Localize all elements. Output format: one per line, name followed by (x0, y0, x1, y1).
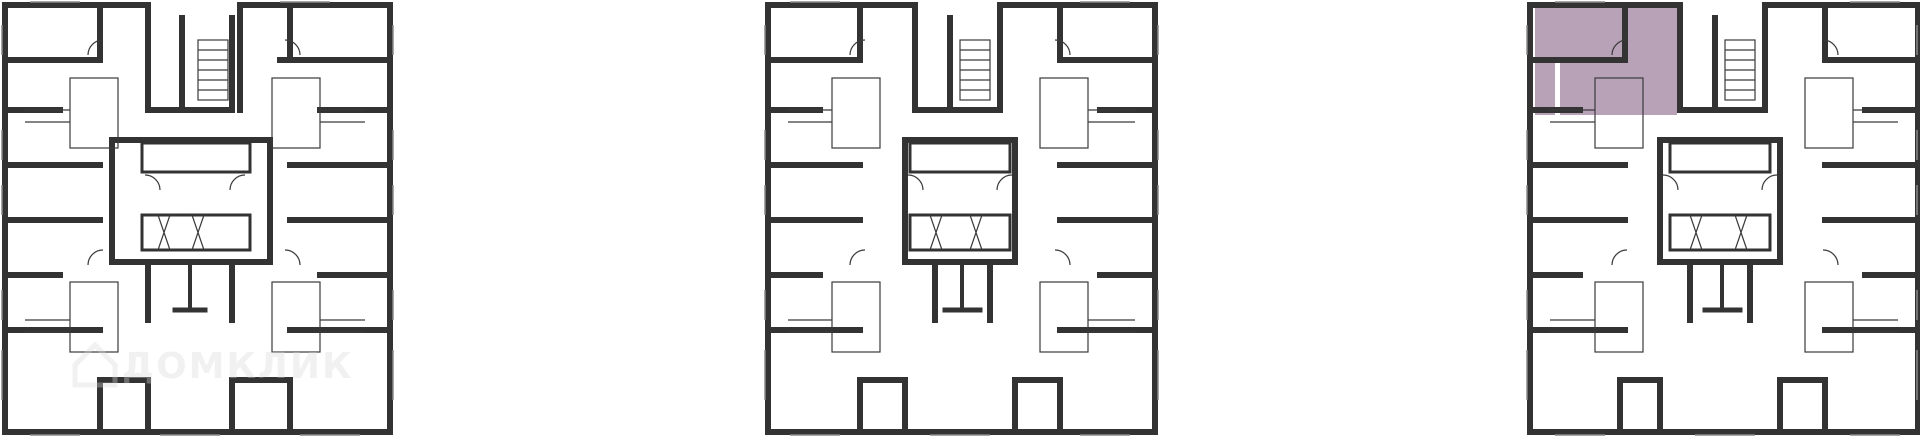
watermark-text: ДОМКЛИК (122, 346, 353, 387)
floorplan-left[interactable] (1, 1, 394, 436)
floorplan-right[interactable] (1526, 1, 1920, 436)
floorplan-middle[interactable] (764, 1, 1159, 436)
watermark: ДОМКЛИК (72, 341, 353, 388)
domclick-logo-icon (72, 341, 118, 388)
highlighted-apartment[interactable] (1535, 8, 1677, 115)
